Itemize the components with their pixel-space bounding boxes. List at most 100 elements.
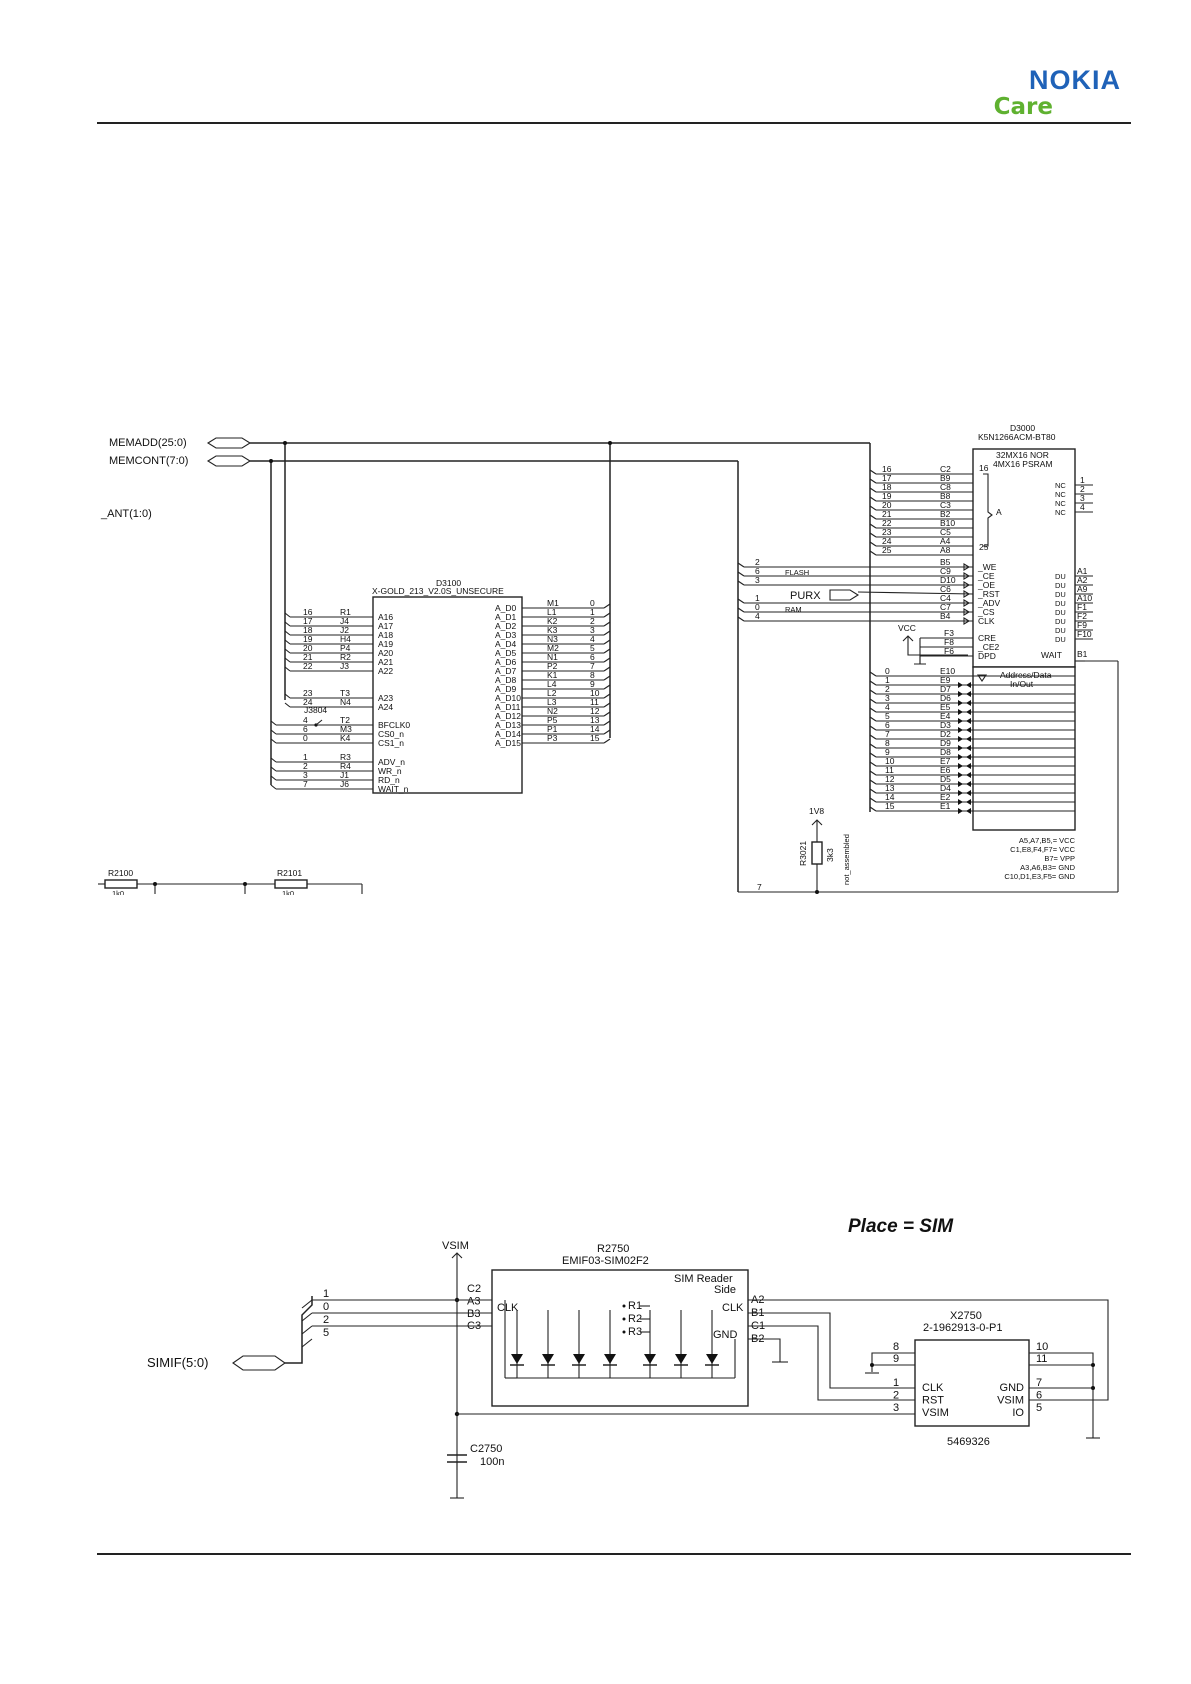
pin-number: 3 [303,770,308,780]
c2750-ref: C2750 [470,1443,502,1455]
pin-ball: J2 [340,625,349,635]
simif-bus-label: SIMIF(5:0) [147,1355,208,1370]
r2750-part: EMIF03-SIM02F2 [562,1255,649,1267]
sim-wiring [312,1299,1109,1439]
pin-ball: E10 [940,666,955,676]
pin-signal: CS1_n [378,738,404,748]
pin-signal: A_D7 [495,666,517,676]
pin-signal: A21 [378,657,393,667]
pin-ball: M2 [547,643,559,653]
pin-ball: C4 [940,593,951,603]
config-note: A5,A7,B5,= VCC [1019,836,1076,845]
bus-pin-number: 0 [323,1301,329,1313]
simif-bus-connector [232,1355,286,1371]
ant-bus-label: _ANT(1:0) [100,508,152,520]
pin-number: 8 [590,670,595,680]
pin-ball: D6 [940,693,951,703]
pin-ball: M1 [547,598,559,608]
pin-number: 19 [303,634,313,644]
pin-number: 4 [885,702,890,712]
pin-ball: E6 [940,765,951,775]
pin-number: 6 [590,652,595,662]
pin-number: 24 [882,536,892,546]
pin-ball: K1 [547,670,558,680]
pin-ball: N1 [547,652,558,662]
pin-number: 12 [590,706,600,716]
pin-signal: _RST [977,589,1000,599]
pin-number: 16 [882,464,892,474]
arrow-down-icon [976,674,988,682]
pin-ball: D10 [940,575,956,585]
purx-label: PURX [790,590,821,602]
inner-resistor-label: R1 [628,1300,642,1312]
pin-number: 2 [893,1390,899,1402]
vcc-label: VCC [898,623,916,633]
c2750-value: 100n [480,1456,504,1468]
pin-ball: A1 [1077,566,1088,576]
pin-number: 23 [882,527,892,537]
pin-number: 10 [885,756,895,766]
bus-pin-number: 5 [323,1327,329,1339]
pin-ball: N4 [340,697,351,707]
pin-number: 22 [882,518,892,528]
d3100-part: X-GOLD_213_V2.0S_UNSECURE [372,586,504,596]
pin-number: 0 [885,666,890,676]
pin-ball: F1 [1077,602,1087,612]
r2750-chip: R2750 EMIF03-SIM02F2 SIM Reader Side CLK… [467,1243,765,1407]
pin-ball: R2 [340,652,351,662]
pin-number: 2 [303,761,308,771]
x2750-code: 5469326 [947,1436,990,1448]
pin-number: 4 [1080,502,1085,512]
pin-signal: A_D6 [495,657,517,667]
pin-ball: N2 [547,706,558,716]
r2101-value: 1k0 [282,889,294,898]
pin-number: 14 [590,724,600,734]
pin-number: 2 [885,684,890,694]
config-note: C1,E8,F4,F7= VCC [1010,845,1075,854]
pin-signal: GND [1000,1382,1025,1394]
brand-name: NOKIA [1029,65,1121,95]
config-note: A3,A6,B3= GND [1020,863,1075,872]
addr-range-hi: 25 [979,542,989,552]
pin-signal: A24 [378,702,393,712]
jumper-label: J3804 [304,705,327,715]
pin-number: 15 [590,733,600,743]
inner-resistor-label: R3 [628,1326,642,1338]
pin-signal: A_D5 [495,648,517,658]
pin-number: 10 [590,688,600,698]
pin-number: 4 [590,634,595,644]
pin-number: 25 [882,545,892,555]
pin-number: 18 [882,482,892,492]
nokia-care-logo: NOKIA Care [994,66,1121,120]
pin-ball: N3 [547,634,558,644]
bus-pin-number: 1 [323,1288,329,1300]
pin-number: 1 [1080,475,1085,485]
pin-ball: B5 [940,557,951,567]
pin-signal: VSIM [922,1407,949,1419]
pin-number: 14 [885,792,895,802]
pin-number: 7 [885,729,890,739]
pin-ball: A10 [1077,593,1092,603]
pin-number: 21 [303,652,313,662]
pin-number: 11 [1036,1353,1047,1365]
du-label: DU [1055,626,1066,635]
nc-label: NC [1055,481,1066,490]
pin-number: 9 [893,1353,899,1365]
pin-number: 6 [885,720,890,730]
pin-number: 13 [885,783,895,793]
pin-signal: A_D9 [495,684,517,694]
pin-signal: A_D11 [495,702,521,712]
pin-signal: A_D10 [495,693,521,703]
pin-signal: A_D3 [495,630,517,640]
pin-ball: K3 [547,625,558,635]
pin-ball: D2 [940,729,951,739]
pin-signal: A22 [378,666,393,676]
bottom-resistors: R2100 R2101 1k0 1k0 [98,868,363,898]
pin-ball: C9 [940,566,951,576]
pin-signal: A_D14 [495,729,521,739]
pin-ball: C2 [467,1283,481,1295]
pin-ball: E4 [940,711,951,721]
pin-ball: C3 [940,500,951,510]
nc-label: NC [1055,508,1066,517]
